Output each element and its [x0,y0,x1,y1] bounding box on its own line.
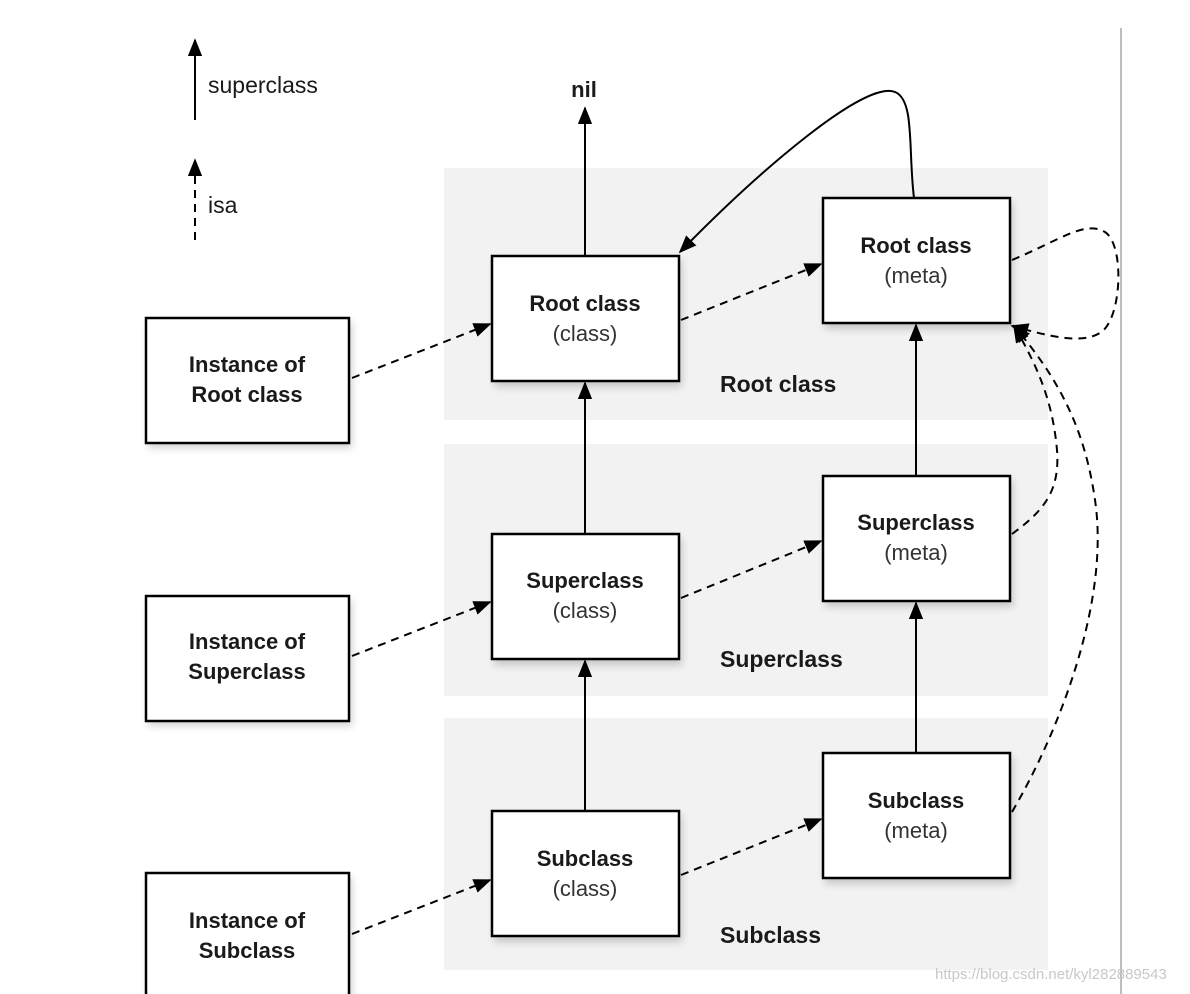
root-meta-sub: (meta) [884,263,948,288]
instance-root-line1: Instance of [189,352,306,377]
superclass-class-node: Superclass (class) [490,532,682,665]
isa-instance-sub [351,879,492,935]
subclass-class-sub: (class) [553,876,618,901]
nil-label: nil [571,77,597,102]
root-class-sub: (class) [553,321,618,346]
edge-root-meta-to-root-class [678,89,915,254]
isa-root-class [680,263,823,321]
subclass-meta-sub: (meta) [884,818,948,843]
superclass-edges [577,89,924,811]
band-label-subclass: Subclass [720,922,821,948]
band-label-root: Root class [720,371,836,397]
isa-root-meta-self [1010,227,1120,340]
root-meta-node: Root class (meta) [821,196,1013,329]
instance-super-line2: Superclass [188,659,305,684]
isa-super-meta [1011,324,1059,535]
isa-edges [351,227,1120,935]
instance-subclass-node: Instance of Subclass [144,871,352,994]
isa-sub-class [680,818,823,876]
instance-super-line1: Instance of [189,629,306,654]
instance-superclass-node: Instance of Superclass [144,594,352,726]
root-meta-title: Root class [860,233,971,258]
legend-superclass-label: superclass [208,72,318,98]
root-class-title: Root class [529,291,640,316]
superclass-meta-title: Superclass [857,510,974,535]
watermark: https://blog.csdn.net/kyl282889543 [935,966,1167,983]
instance-root-node: Instance of Root class [144,316,352,448]
superclass-meta-node: Superclass (meta) [821,474,1013,607]
isa-super-class [680,540,823,599]
isa-instance-root [351,323,492,379]
superclass-meta-sub: (meta) [884,540,948,565]
instance-sub-line2: Subclass [199,938,296,963]
instance-root-line2: Root class [191,382,302,407]
subclass-meta-node: Subclass (meta) [821,751,1013,884]
isa-instance-super [351,601,492,657]
superclass-class-sub: (class) [553,598,618,623]
instance-sub-line1: Instance of [189,908,306,933]
subclass-class-node: Subclass (class) [490,809,682,942]
legend: superclass isa [187,38,318,240]
subclass-meta-title: Subclass [868,788,965,813]
superclass-class-title: Superclass [526,568,643,593]
isa-sub-meta [1011,324,1099,813]
root-class-node: Root class (class) [490,254,682,387]
subclass-class-title: Subclass [537,846,634,871]
band-label-superclass: Superclass [720,646,843,672]
legend-isa-label: isa [208,192,238,218]
